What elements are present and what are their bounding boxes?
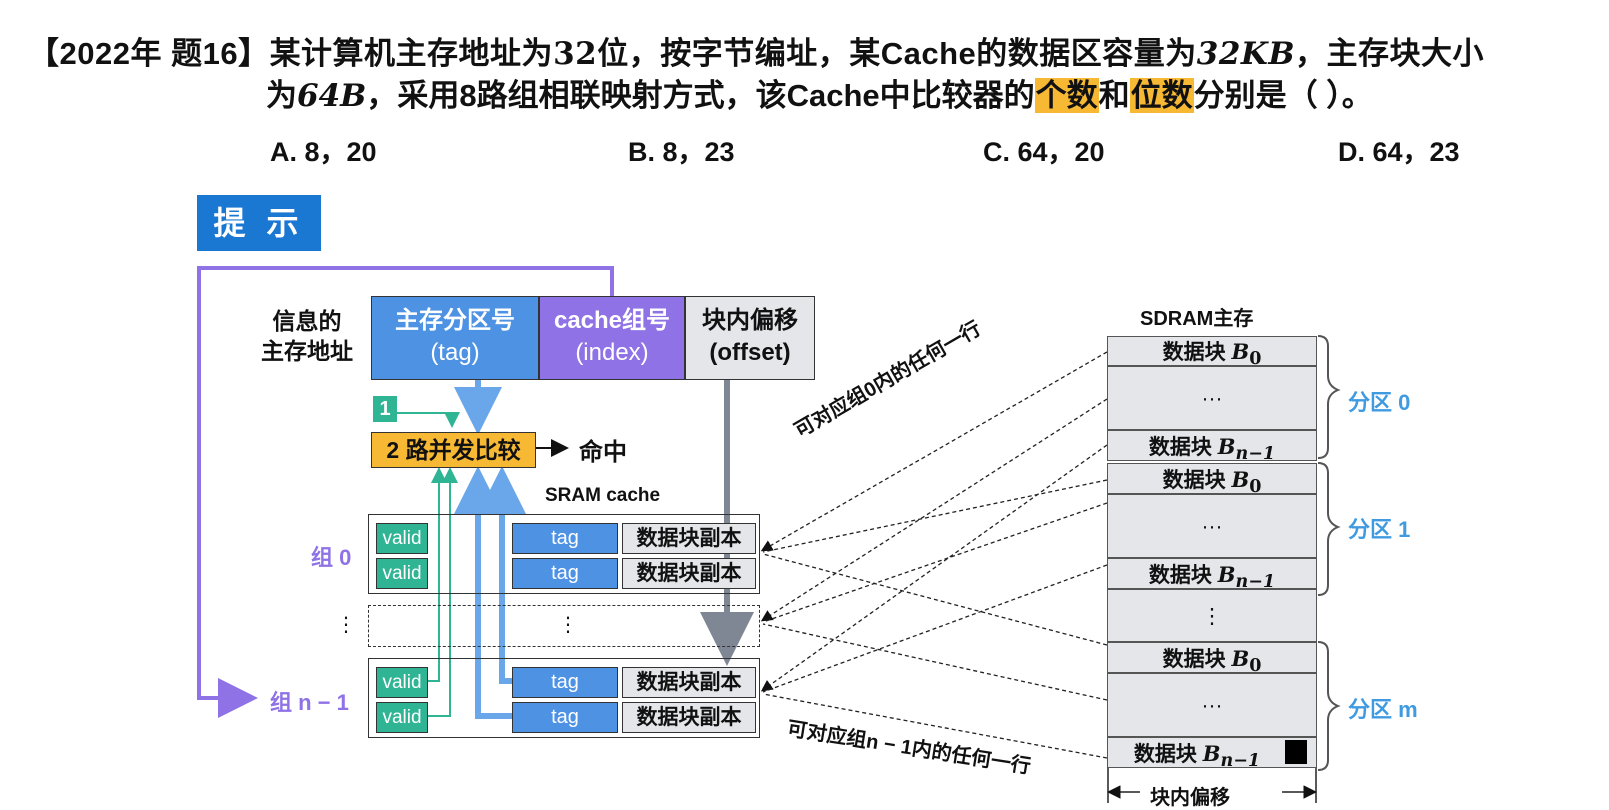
tag-cell: tag bbox=[512, 702, 618, 733]
memory-block-symbol: B bbox=[1231, 467, 1250, 492]
partition-0-label: 分区 0 bbox=[1348, 390, 1411, 415]
memory-ellipsis: ··· bbox=[1107, 673, 1317, 737]
memory-block-symbol: B bbox=[1202, 741, 1221, 766]
memory-block-sub: n−1 bbox=[1220, 751, 1261, 772]
question-line-1: 【2022年 题16】某计算机主存地址为32位，按字节编址，某Cache的数据区… bbox=[28, 28, 1484, 73]
memory-block: 数据块 B0 bbox=[1107, 336, 1317, 370]
memory-block-symbol: B bbox=[1231, 339, 1250, 364]
question-text: 某计算机主存地址为 bbox=[269, 36, 554, 71]
brace-partition-1 bbox=[1317, 462, 1341, 596]
valid-line-2 bbox=[428, 467, 458, 717]
middle-dots: ⋮ bbox=[558, 614, 578, 636]
sdram-title: SDRAM主存 bbox=[1140, 308, 1254, 330]
tag-cell: tag bbox=[512, 667, 618, 698]
offset-field-sub: (offset) bbox=[709, 339, 791, 366]
question-line-2: 为64B，采用8路组相联映射方式，该Cache中比较器的个数和位数分别是（ ）。 bbox=[266, 70, 1373, 115]
memory-vdots: ⋮ bbox=[1107, 589, 1317, 642]
memory-block-sub: 0 bbox=[1249, 349, 1262, 370]
memory-block: 数据块 Bn−1 bbox=[1107, 558, 1317, 593]
question-text: 位，按字节编址，某Cache的数据区容量为 bbox=[597, 36, 1197, 71]
sram-title: SRAM cache bbox=[545, 485, 661, 506]
memory-block-symbol: B bbox=[1217, 434, 1236, 459]
valid-bit: valid bbox=[376, 523, 428, 554]
brace-partition-m bbox=[1317, 641, 1341, 771]
block-size: 64B bbox=[297, 78, 367, 114]
tag-field-title: 主存分区号 bbox=[395, 307, 515, 334]
highlight-bits: 位数 bbox=[1129, 78, 1194, 113]
offset-field-title: 块内偏移 bbox=[702, 307, 798, 334]
memory-block-label: 数据块 bbox=[1162, 648, 1226, 671]
memory-block: 数据块 Bn−1 bbox=[1107, 737, 1317, 772]
question-text: 为 bbox=[266, 78, 297, 113]
memory-block: 数据块 B0 bbox=[1107, 642, 1317, 677]
memory-ellipsis: ··· bbox=[1107, 494, 1317, 558]
memory-block-label: 数据块 bbox=[1162, 469, 1226, 492]
tag-cell: tag bbox=[512, 558, 618, 589]
partition-1-label: 分区 1 bbox=[1348, 517, 1411, 542]
step-badge: 1 bbox=[373, 396, 397, 422]
data-copy-cell: 数据块副本 bbox=[622, 667, 756, 698]
memory-block-label: 数据块 bbox=[1162, 341, 1226, 364]
tag-field-sub: (tag) bbox=[430, 339, 480, 366]
valid-bit: valid bbox=[376, 667, 428, 698]
cache-group-middle bbox=[368, 605, 760, 647]
highlight-count: 个数 bbox=[1034, 78, 1099, 113]
offset-span-label: 块内偏移 bbox=[1148, 781, 1232, 810]
valid-bit: valid bbox=[376, 702, 428, 733]
memory-block-sub: n−1 bbox=[1235, 572, 1276, 593]
index-select-arrow bbox=[197, 266, 614, 718]
question-text: 分别是（ ）。 bbox=[1193, 78, 1373, 113]
index-field: cache组号 (index) bbox=[539, 296, 685, 380]
memory-block-sub: 0 bbox=[1249, 656, 1262, 677]
data-copy-cell: 数据块副本 bbox=[622, 523, 756, 554]
question-text: ，主存块大小 bbox=[1295, 36, 1485, 71]
option-a[interactable]: A. 8，20 bbox=[270, 137, 377, 167]
hit-label: 命中 bbox=[579, 439, 627, 466]
memory-block: 数据块 Bn−1 bbox=[1107, 430, 1317, 465]
group-0-label: 组 0 bbox=[311, 545, 352, 570]
question-text: ，采用8路组相联映射方式，该Cache中比较器的 bbox=[366, 78, 1035, 113]
option-d[interactable]: D. 64，23 bbox=[1338, 137, 1460, 167]
question-source: 【2022年 题16】 bbox=[28, 36, 270, 71]
memory-block-sub: n−1 bbox=[1235, 444, 1276, 465]
memory-block-symbol: B bbox=[1217, 562, 1236, 587]
memory-block-label: 数据块 bbox=[1148, 436, 1212, 459]
memory-block-label: 数据块 bbox=[1148, 564, 1212, 587]
memory-block-label: 数据块 bbox=[1133, 743, 1197, 766]
option-b[interactable]: B. 8，23 bbox=[628, 137, 735, 167]
cache-group-0 bbox=[368, 514, 760, 594]
address-bits: 32 bbox=[553, 36, 598, 72]
index-field-title: cache组号 bbox=[553, 307, 671, 334]
address-label: 信息的 主存地址 bbox=[248, 306, 366, 366]
tag-line-2 bbox=[454, 466, 512, 719]
mapping-lines bbox=[760, 351, 1108, 759]
partition-m-label: 分区 m bbox=[1348, 697, 1418, 722]
group-dots: ⋮ bbox=[336, 614, 356, 636]
memory-block-sub: 0 bbox=[1249, 477, 1262, 498]
hint-banner: 提 示 bbox=[197, 195, 321, 251]
address-label-line1: 信息的 bbox=[272, 308, 342, 334]
question-text: 和 bbox=[1098, 78, 1130, 113]
cache-group-n-1 bbox=[368, 658, 760, 738]
index-field-sub: (index) bbox=[575, 339, 649, 366]
target-byte-marker bbox=[1285, 740, 1307, 764]
data-copy-cell: 数据块副本 bbox=[622, 558, 756, 589]
offset-field: 块内偏移 (offset) bbox=[685, 296, 815, 380]
comparator: 2 路并发比较 bbox=[371, 432, 536, 468]
group-n-1-label: 组 n − 1 bbox=[270, 690, 349, 715]
cache-capacity: 32KB bbox=[1196, 36, 1296, 72]
memory-ellipsis: ··· bbox=[1107, 366, 1317, 430]
address-label-line2: 主存地址 bbox=[261, 338, 353, 364]
brace-partition-0 bbox=[1317, 335, 1341, 459]
tag-field: 主存分区号 (tag) bbox=[371, 296, 539, 380]
memory-block-symbol: B bbox=[1231, 646, 1250, 671]
valid-bit: valid bbox=[376, 558, 428, 589]
data-copy-cell: 数据块副本 bbox=[622, 702, 756, 733]
valid-line-1 bbox=[428, 467, 447, 682]
tag-cell: tag bbox=[512, 523, 618, 554]
option-c[interactable]: C. 64，20 bbox=[983, 137, 1105, 167]
memory-block: 数据块 B0 bbox=[1107, 463, 1317, 498]
tag-line-1 bbox=[478, 466, 526, 684]
